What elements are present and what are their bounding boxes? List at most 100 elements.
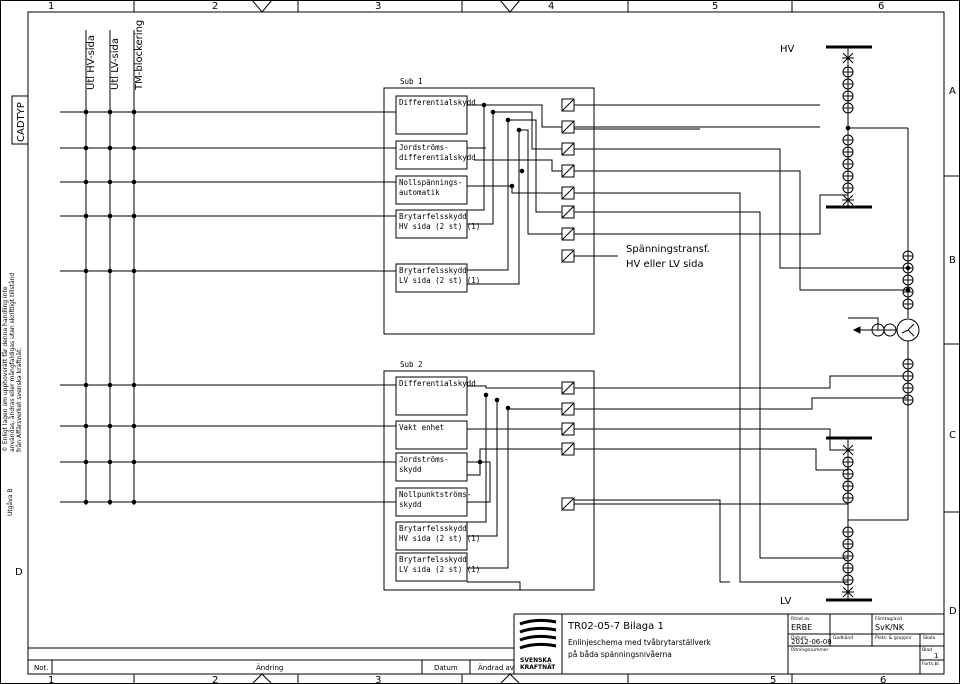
signal-utl-lv: Utl LV-sida: [110, 38, 121, 90]
sub2-box-5-line-1: Brytarfelsskydd: [399, 524, 467, 533]
w33: [467, 462, 491, 503]
sub2-box-6: [395, 552, 468, 582]
signal-junction-6-3: [131, 382, 137, 388]
w29: [507, 408, 562, 410]
signal-junction-4-1: [83, 213, 89, 219]
signal-junction-8-1: [83, 459, 89, 465]
sub2-box-2-line-1: Vakt enhet: [399, 423, 444, 432]
ritningsnr-label: Ritningsnummer: [791, 647, 829, 653]
signal-junction-5-2: [107, 268, 113, 274]
copyright-line-2: användas, ändras eller mångfaldigas utan…: [9, 273, 16, 452]
sub2-title: Sub 2: [400, 360, 423, 369]
sub2-box-6-line-1: Brytarfelsskydd: [399, 555, 467, 564]
signal-junction-7-3: [131, 423, 137, 429]
logo-text-2: KRAFTNÄT: [520, 664, 556, 671]
logo-text-1: SVENSKA: [520, 657, 552, 664]
sub1-breaker-1-slash: [561, 98, 575, 112]
sub1-box-4-line-1: Brytarfelsskydd: [399, 212, 467, 221]
w39: [574, 499, 730, 583]
revision-andrad-av: Ändrad av: [478, 663, 514, 672]
wire-junction-2: [490, 109, 496, 115]
foretag-value: SvK/NK: [875, 623, 905, 632]
w7: [493, 111, 562, 150]
w9: [519, 129, 562, 235]
w19: [574, 194, 848, 235]
sub1-breaker-3-slash: [561, 142, 575, 156]
sub2-box-1: [395, 376, 468, 416]
signal-junction-1-2: [107, 109, 113, 115]
revision-datum: Datum: [434, 664, 458, 672]
sub1-breaker-6-slash: [561, 205, 575, 219]
w16: [574, 170, 908, 291]
revision-block: [28, 614, 515, 674]
w21: [574, 375, 908, 389]
sub2-box-3: [395, 452, 468, 482]
signal-junction-1-3: [131, 109, 137, 115]
w27: [467, 395, 487, 523]
sub1-title: Sub 1: [400, 77, 423, 86]
w5: [467, 120, 509, 271]
skala-label: Skala: [923, 635, 935, 641]
wire-junction-5: [509, 183, 515, 189]
utgava-label: Utgåva B: [7, 489, 14, 516]
sub2-breaker-2-slash: [561, 402, 575, 416]
w26: [467, 385, 562, 389]
sub2-frame: [383, 370, 595, 591]
sub1-box-5-line-2: LV sida (2 st) (1): [399, 276, 480, 285]
sub2-breaker-4-slash: [561, 442, 575, 456]
wire-junction-1: [481, 102, 487, 108]
sub2-box-4-line-1: Nollpunktströms-: [399, 490, 471, 499]
signal-junction-9-3: [131, 499, 137, 505]
col-number-2-bottom: 2: [212, 675, 218, 684]
signal-junction-9-1: [83, 499, 89, 505]
sub1-breaker-8-slash: [561, 249, 575, 263]
sub1-box-4-line-2: HV sida (2 st) (1): [399, 222, 480, 231]
col-number-1: 1: [48, 1, 54, 12]
signal-junction-3-1: [83, 179, 89, 185]
wire-junction-3: [505, 117, 511, 123]
hv-busbar: [826, 45, 872, 209]
wire-junction-7: [483, 392, 489, 398]
wiring-lines: [467, 102, 911, 590]
sub2-box-6-line-2: LV sida (2 st) (1): [399, 565, 480, 574]
signal-junction-1-1: [83, 109, 89, 115]
signal-junction-2-2: [107, 145, 113, 151]
signal-junction-3-3: [131, 179, 137, 185]
col-number-3: 3: [375, 1, 381, 12]
w11: [474, 159, 562, 172]
sub1-relay-boxes: DifferentialskyddJordströms-differential…: [395, 95, 480, 293]
revision-not: Not.: [34, 664, 49, 672]
signal-utl-hv: Utl HV-sida: [86, 35, 97, 90]
blad-label: Blad: [922, 647, 932, 653]
forts-label: Forts.bl.: [922, 661, 940, 667]
copyright-line-1: © Enligt lagen om upphovsrätt får denna …: [2, 286, 9, 452]
datum-value: 2012-06-08: [791, 638, 832, 646]
w10: [467, 185, 562, 194]
signal-junction-4-2: [107, 213, 113, 219]
title-block-subtitle-1: Enlinjeschema med tvåbrytarställverk: [568, 638, 711, 647]
col-number-6: 6: [878, 1, 884, 12]
w18: [574, 211, 848, 559]
wire-junction-6: [519, 168, 525, 174]
sub2-box-5-line-2: HV sida (2 st) (1): [399, 534, 480, 543]
row-letter-d-left: D: [15, 567, 23, 578]
sub2-box-3-line-2: skydd: [399, 465, 422, 474]
col-number-2: 2: [212, 1, 218, 12]
row-letter-b: B: [949, 255, 956, 266]
w8: [508, 119, 562, 213]
ritad-av-value: ERBE: [791, 623, 812, 632]
w15: [574, 148, 908, 269]
sub1-box-3-line-1: Nollspännings-: [399, 178, 462, 187]
row-letter-c: C: [949, 430, 956, 441]
vt-label-line1: Spänningstransf.: [626, 244, 710, 255]
sub2-box-4-line-2: skydd: [399, 500, 422, 509]
wire-junction-9: [505, 405, 511, 411]
sub1-breaker-4-slash: [561, 164, 575, 178]
signal-tm-blockering: TM-blockering: [134, 20, 145, 91]
sub1-breaker-7-slash: [561, 227, 575, 241]
sub2-box-3-line-1: Jordströms-: [399, 455, 449, 464]
signal-junction-2-1: [83, 145, 89, 151]
foretag-label: Företag/avd: [875, 616, 902, 622]
